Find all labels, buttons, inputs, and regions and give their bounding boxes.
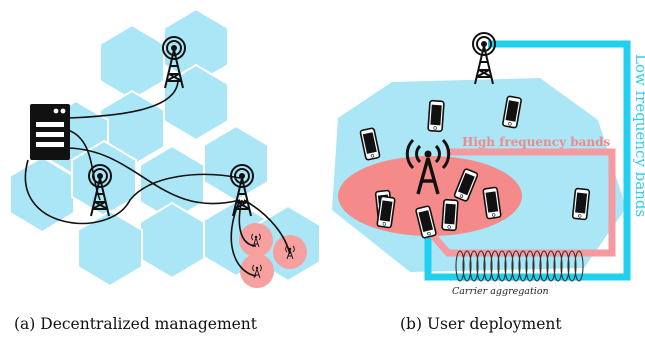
link-curve	[24, 159, 241, 225]
caption-left: (a) Decentralized management	[14, 315, 258, 333]
high-frequency-label: High frequency bands	[462, 135, 611, 149]
small-cell-circle	[239, 223, 273, 257]
server-icon	[30, 104, 70, 160]
hex-cell	[203, 124, 269, 203]
link-curve	[67, 77, 179, 119]
smartphone-icon	[376, 195, 396, 229]
carrier-aggregation-label: Carrier aggregation	[452, 286, 549, 297]
smartphone-icon	[571, 187, 591, 221]
high-frequency-band-path	[427, 148, 616, 257]
link-curve	[243, 199, 291, 255]
link-curve	[67, 147, 241, 205]
hex-cell	[71, 139, 137, 218]
low-frequency-band-path	[424, 40, 631, 281]
smartphone-icon	[427, 99, 445, 133]
low-frequency-label: Low frequency bands	[632, 54, 645, 217]
hex-cell	[139, 144, 205, 223]
smartphone-icon	[441, 198, 459, 232]
hex-cell	[77, 209, 143, 288]
smartphone-icon	[482, 186, 502, 220]
hex-cell	[99, 23, 165, 102]
small-cell-circle	[240, 254, 274, 288]
hex-cell	[139, 201, 205, 280]
caption-right: (b) User deployment	[400, 315, 562, 333]
small-cell-antenna-icon	[405, 138, 451, 195]
management-links	[24, 77, 291, 277]
link-curve	[230, 199, 257, 277]
carrier-aggregation-coil	[455, 250, 584, 282]
